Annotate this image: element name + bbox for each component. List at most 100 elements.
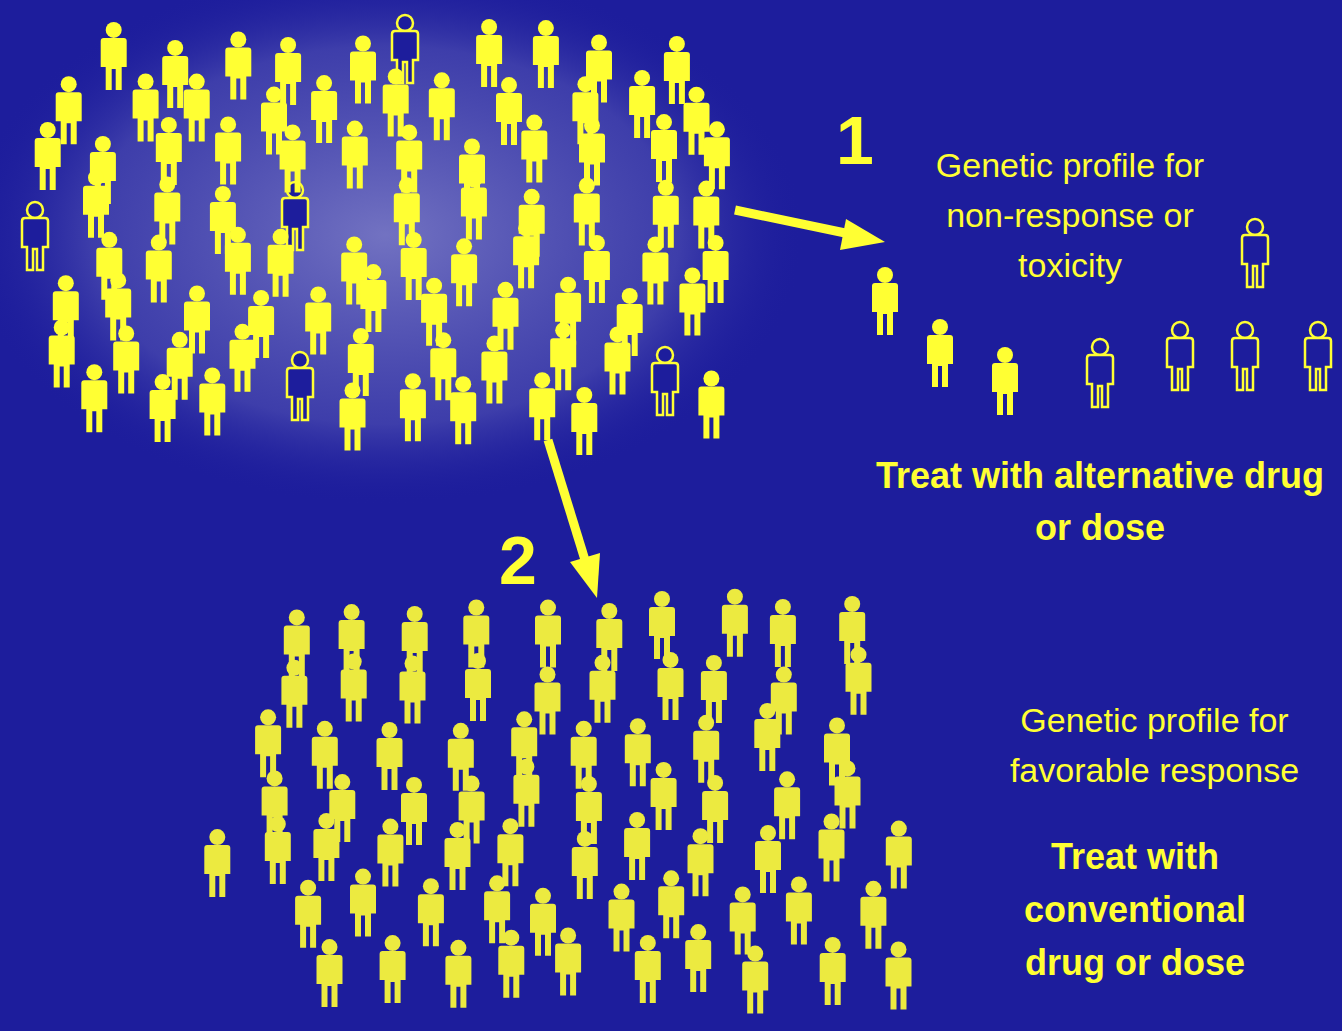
caption-text: Treat with alternative drug or dose xyxy=(865,450,1335,554)
person-icon xyxy=(360,264,386,332)
person-icon xyxy=(649,591,675,659)
person-icon xyxy=(49,320,75,388)
person-icon xyxy=(476,19,502,87)
person-icon xyxy=(35,122,61,190)
callout-number: 2 xyxy=(478,520,558,600)
crowd-glow xyxy=(0,0,805,505)
person-icon xyxy=(401,777,427,845)
person-icon xyxy=(280,124,306,192)
person-icon xyxy=(341,654,367,722)
person-icon xyxy=(133,74,159,142)
person-icon xyxy=(698,371,724,439)
person-icon xyxy=(992,347,1018,415)
person-icon xyxy=(629,70,655,138)
person-icon xyxy=(555,928,581,996)
person-icon xyxy=(1167,322,1193,390)
person-icon xyxy=(418,878,444,946)
person-icon xyxy=(497,818,523,886)
person-icon xyxy=(445,940,471,1008)
person-icon xyxy=(688,828,714,896)
person-icon xyxy=(377,819,403,887)
person-icon xyxy=(535,600,561,668)
person-icon xyxy=(268,229,294,297)
person-icon xyxy=(498,930,524,998)
person-icon xyxy=(350,36,376,104)
person-icon xyxy=(400,656,426,724)
person-icon xyxy=(380,935,406,1003)
person-icon xyxy=(651,762,677,830)
person-icon xyxy=(146,235,172,303)
person-icon xyxy=(401,232,427,300)
person-icon xyxy=(400,373,426,441)
person-icon xyxy=(281,660,307,728)
person-icon xyxy=(22,202,48,270)
person-icon xyxy=(605,326,631,394)
person-icon xyxy=(679,267,705,335)
person-icon xyxy=(101,22,127,90)
person-icon xyxy=(199,367,225,435)
person-icon xyxy=(451,238,477,306)
person-icon xyxy=(722,589,748,657)
person-icon xyxy=(774,771,800,839)
person-icon xyxy=(703,235,729,303)
person-icon xyxy=(56,76,82,144)
person-icon xyxy=(445,822,471,890)
person-icon xyxy=(770,599,796,667)
person-icon xyxy=(872,267,898,335)
person-icon xyxy=(590,655,616,723)
person-icon xyxy=(313,813,339,881)
person-icon xyxy=(461,172,487,240)
person-icon xyxy=(846,647,872,715)
person-icon xyxy=(265,816,291,884)
person-icon xyxy=(535,667,561,735)
person-icon xyxy=(730,886,756,954)
person-icon xyxy=(579,118,605,186)
person-icon xyxy=(295,880,321,948)
person-icon xyxy=(377,722,403,790)
person-icon xyxy=(820,937,846,1005)
person-icon xyxy=(113,326,139,394)
person-icon xyxy=(664,36,690,104)
person-icon xyxy=(255,709,281,777)
person-icon xyxy=(342,121,368,189)
person-icon xyxy=(305,286,331,354)
person-icon xyxy=(1087,339,1113,407)
person-icon xyxy=(230,324,256,392)
person-icon xyxy=(533,20,559,88)
person-icon xyxy=(429,72,455,140)
arrow-2 xyxy=(548,440,600,598)
person-icon xyxy=(1232,322,1258,390)
person-icon xyxy=(642,236,668,304)
person-icon xyxy=(927,319,953,387)
person-icon xyxy=(819,814,845,882)
person-icon xyxy=(886,941,912,1009)
person-icon xyxy=(550,322,576,390)
person-icon xyxy=(571,387,597,455)
person-icon xyxy=(529,372,555,440)
person-icon xyxy=(1242,219,1268,287)
person-icon xyxy=(167,332,193,400)
person-icon xyxy=(496,77,522,145)
person-icon xyxy=(317,939,343,1007)
person-icon xyxy=(652,347,678,415)
person-icon xyxy=(658,652,684,720)
caption-text: Genetic profile for non-response or toxi… xyxy=(905,140,1235,290)
person-icon xyxy=(651,114,677,182)
person-icon xyxy=(465,653,491,721)
person-icon xyxy=(287,352,313,420)
callout-number: 1 xyxy=(815,100,895,180)
person-icon xyxy=(311,75,337,143)
person-icon xyxy=(860,881,886,949)
person-icon xyxy=(704,121,730,189)
person-icon xyxy=(658,870,684,938)
person-icon xyxy=(312,721,338,789)
person-icon xyxy=(886,821,912,889)
person-icon xyxy=(350,869,376,937)
person-icon xyxy=(742,946,768,1014)
person-icon xyxy=(156,117,182,185)
person-icon xyxy=(635,935,661,1003)
person-icon xyxy=(225,32,251,100)
person-icon xyxy=(154,177,180,245)
person-icon xyxy=(625,718,651,786)
person-icon xyxy=(481,336,507,404)
